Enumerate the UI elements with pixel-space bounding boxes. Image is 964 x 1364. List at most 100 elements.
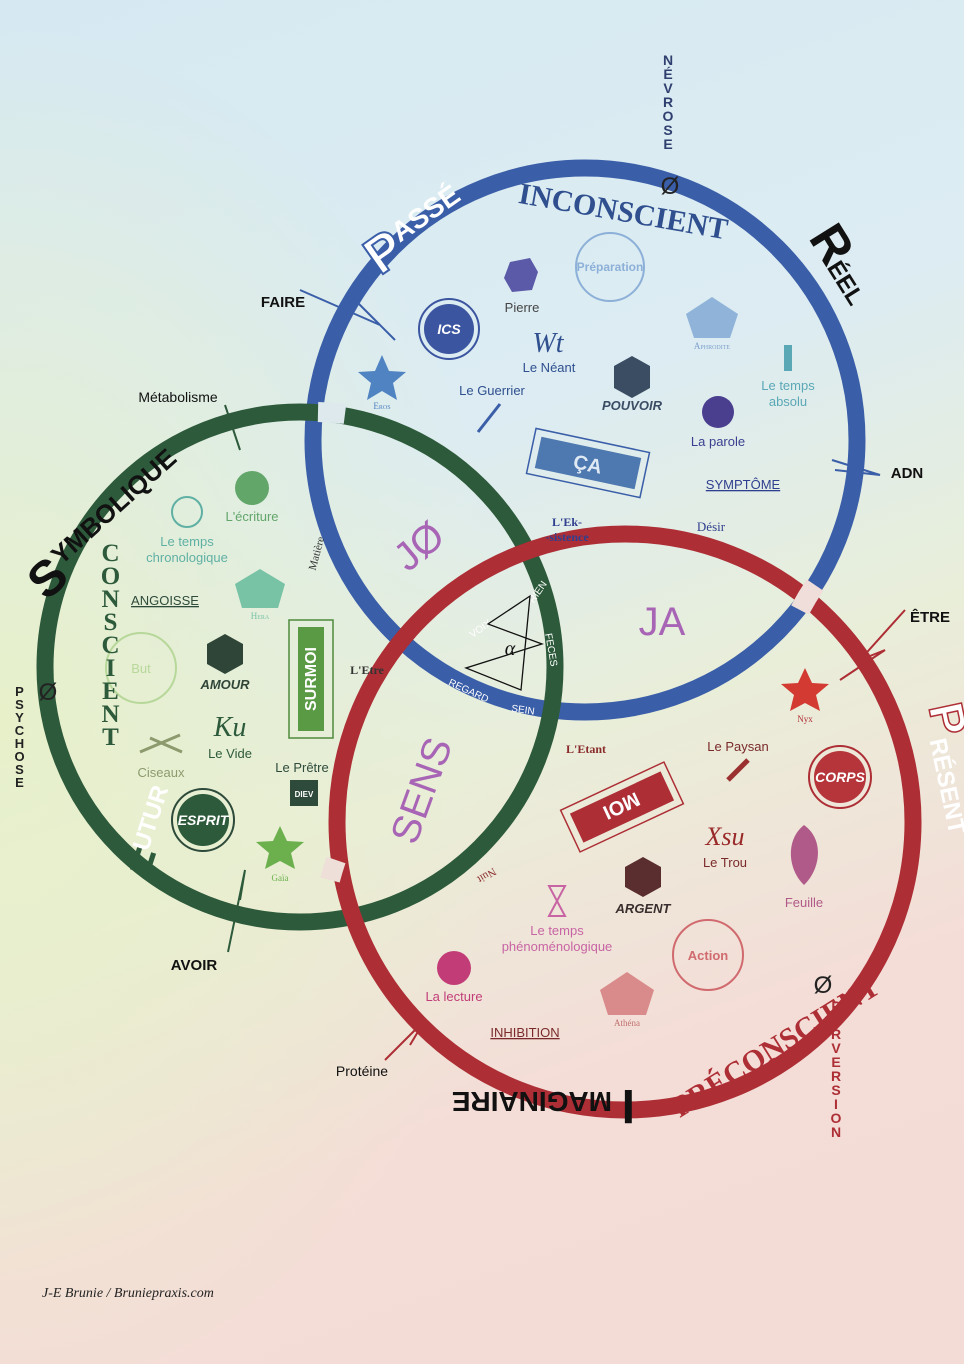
action-label: Action <box>688 948 729 963</box>
corps-badge <box>814 751 866 803</box>
faire-lightning <box>299 289 396 341</box>
neant-label: Le Néant <box>523 360 576 375</box>
trou-label: Le Trou <box>703 855 747 870</box>
adn-lightning <box>831 459 881 476</box>
guerrier-label: Le Guerrier <box>459 383 525 398</box>
esprit-badge-ring <box>171 788 235 852</box>
pouvoir-label: POUVOIR <box>602 398 663 413</box>
avoir-label: AVOIR <box>171 957 218 974</box>
corps-badge-ring <box>808 745 872 809</box>
ciseaux-label: Ciseaux <box>138 765 185 780</box>
ring-red-imaginary <box>328 525 922 1119</box>
ring-blue-real <box>304 159 866 721</box>
athena-owl-icon <box>600 972 654 1015</box>
moi-box: MOI <box>559 761 685 853</box>
desir-label: Désir <box>697 519 726 534</box>
temps-chrono-line2: chronologique <box>146 550 228 565</box>
passe-label: ASSÉ <box>385 179 465 248</box>
gaia-star-icon <box>256 826 304 869</box>
leaf-hand-icon <box>790 825 818 885</box>
temps-absolu-line1: Le temps <box>761 378 815 393</box>
etre-lightning <box>839 609 906 681</box>
heart-hexagon-icon <box>207 634 243 674</box>
present-label: RÉSENT <box>924 736 964 837</box>
signature: J-E Brunie / Bruniepraxis.com <box>42 1286 214 1301</box>
ring-gap <box>320 856 346 883</box>
ics-label: ICS <box>437 321 461 337</box>
proteine-lightning <box>384 1019 426 1061</box>
matiere-label: Matière <box>307 535 327 571</box>
parole-label: La parole <box>691 434 745 449</box>
feuille-label: Feuille <box>785 895 823 910</box>
esprit-badge <box>177 794 229 846</box>
action-circle <box>672 919 744 991</box>
scissors-icon <box>139 733 183 754</box>
ja-label: JA <box>639 600 686 644</box>
conscient-label: CONSCIENT <box>97 540 124 747</box>
proteine-label: Protéine <box>336 1063 388 1079</box>
nevrose-phi: Ø <box>661 173 680 200</box>
temps-pheno-line1: Le temps <box>530 923 584 938</box>
clock-icon <box>171 496 203 528</box>
diev-label: DIEV <box>295 790 314 799</box>
athena-label: Athéna <box>614 1018 640 1028</box>
nuit-label: Nuit <box>475 865 498 885</box>
lecture-label: La lecture <box>425 989 482 1004</box>
imaginaire-initial: I <box>622 1079 635 1132</box>
pencil-icon <box>235 471 269 505</box>
vide-glyph: Ku <box>213 712 247 743</box>
futur-label: UTUR <box>128 782 174 854</box>
vide-label: Le Vide <box>208 746 252 761</box>
hera-peacock-icon <box>235 569 285 608</box>
nyx-star-moon-icon <box>781 668 829 711</box>
jo-label: JØ <box>386 513 453 580</box>
imaginaire-label: MAGINAIRE <box>452 1086 612 1117</box>
ecriture-label: L'écriture <box>225 509 278 524</box>
crown-hexagon-icon <box>614 356 650 398</box>
but-circle <box>105 632 177 704</box>
ring-gap <box>317 402 347 424</box>
wheat-icon <box>726 758 750 782</box>
present-initial: P <box>918 698 964 740</box>
temps-pheno-line2: phénoménologique <box>502 939 613 954</box>
nevrose-label: NÉVROSE <box>660 52 676 150</box>
trou-glyph: Xsu <box>705 822 745 851</box>
esprit-label: ESPRIT <box>178 812 230 828</box>
etre-label: L'Etre <box>350 663 384 677</box>
but-label: But <box>131 661 151 676</box>
amour-label: AMOUR <box>199 677 250 692</box>
book-icon <box>437 951 471 985</box>
angoisse-label: ANGOISSE <box>131 593 199 608</box>
perversion-label: PERVERSION <box>828 998 844 1138</box>
symptome-label: SYMPTÔME <box>706 477 781 492</box>
ics-badge: ICS <box>418 298 480 360</box>
eros-star-icon <box>358 355 406 400</box>
eksistence-line2: -sistence <box>545 530 589 544</box>
eksistence-line1: L'Ek- <box>552 515 582 529</box>
sword-icon <box>476 403 502 433</box>
adn-label: ADN <box>891 465 924 482</box>
red-items: Nyx Le Paysan CORPS MOI L'Etant Nuit Xsu… <box>425 668 872 1040</box>
fist-icon <box>504 258 538 292</box>
neant-glyph: Wt <box>532 328 564 359</box>
psychose-phi: Ø <box>39 679 58 706</box>
pretre-label: Le Prêtre <box>275 760 328 775</box>
metabolisme-lightning <box>224 404 241 451</box>
alpha-label: α <box>505 638 516 660</box>
hourglass-icon <box>547 885 567 917</box>
candle-icon <box>784 345 792 371</box>
gaia-label: Gaïa <box>272 873 289 883</box>
temps-chrono-line1: Le temps <box>160 534 214 549</box>
hera-label: Hera <box>251 611 270 621</box>
ring-gap <box>791 579 824 615</box>
ring-green-symbolic <box>36 403 564 931</box>
ca-box: ÇA <box>525 427 651 499</box>
faire-label: FAIRE <box>261 294 305 311</box>
pentagram-icon <box>464 594 545 691</box>
sein-label: SEIN <box>511 703 536 717</box>
aphrodite-label: Aphrodite <box>694 341 731 351</box>
preconscient-label: PRÉCONSCIENT <box>666 970 886 1124</box>
preparation-circle <box>575 232 645 302</box>
aphrodite-dove-icon <box>686 297 738 338</box>
preparation-label: Préparation <box>577 260 644 274</box>
